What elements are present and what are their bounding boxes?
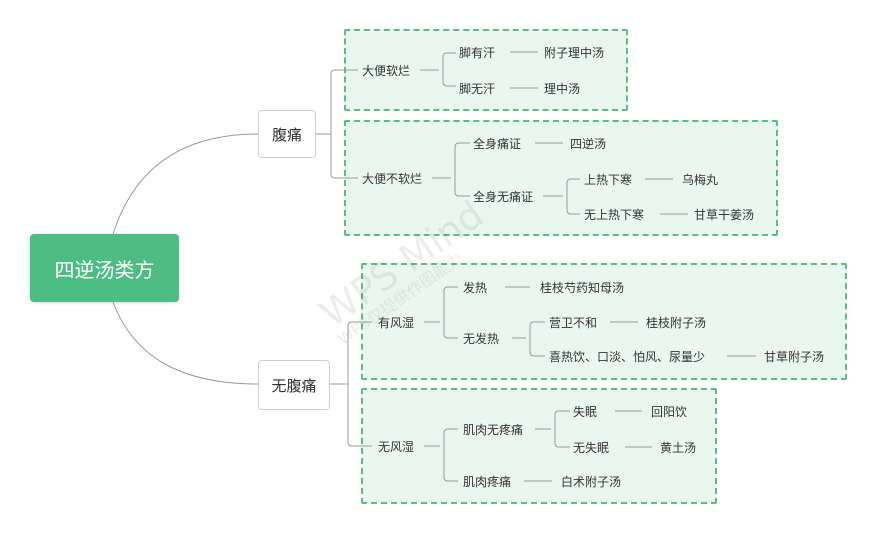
node-guizhi-shaoyao-zhimu-decoction[interactable]: 桂枝芍药知母汤: [540, 281, 625, 295]
group-box-stool-loose: [344, 29, 628, 111]
node-no-fever[interactable]: 无发热: [463, 332, 500, 346]
root-topic[interactable]: 四逆汤类方: [30, 234, 179, 302]
topic-no-abdominal-pain[interactable]: 无腹痛: [258, 360, 330, 410]
node-sini-decoction[interactable]: 四逆汤: [570, 137, 607, 151]
node-no-wind-damp[interactable]: 无风湿: [378, 440, 415, 454]
group-box-no-wind-damp: [361, 388, 717, 504]
node-ying-wei-disharmony[interactable]: 营卫不和: [549, 316, 598, 330]
node-huiyang-drink[interactable]: 回阳饮: [651, 405, 688, 419]
node-symptom-list[interactable]: 喜热饮、口淡、怕风、尿量少: [549, 350, 706, 364]
node-gancao-ganjiang-decoction[interactable]: 甘草干姜汤: [694, 208, 755, 222]
node-baizhu-fuzi-decoction[interactable]: 白术附子汤: [561, 475, 622, 489]
node-no-sweaty-feet[interactable]: 脚无汗: [459, 82, 496, 96]
node-stool-not-loose[interactable]: 大便不软烂: [362, 172, 423, 186]
node-no-insomnia[interactable]: 无失眠: [573, 441, 610, 455]
node-wind-damp[interactable]: 有风湿: [378, 316, 415, 330]
node-no-muscle-pain[interactable]: 肌肉无疼痛: [463, 423, 524, 437]
topic-abdominal-pain[interactable]: 腹痛: [258, 110, 316, 158]
node-lizhong-decoction[interactable]: 理中汤: [544, 82, 581, 96]
node-wumei-pill[interactable]: 乌梅丸: [682, 173, 719, 187]
node-guizhi-fuzi-decoction[interactable]: 桂枝附子汤: [646, 316, 707, 330]
group-box-stool-not-loose: [344, 120, 778, 236]
node-huangtu-decoction[interactable]: 黄土汤: [660, 441, 697, 455]
node-sweaty-feet[interactable]: 脚有汗: [459, 46, 496, 60]
node-no-upper-heat-lower-cold[interactable]: 无上热下寒: [584, 208, 645, 222]
group-box-wind-damp: [361, 263, 847, 380]
node-upper-heat-lower-cold[interactable]: 上热下寒: [584, 173, 633, 187]
node-whole-body-pain[interactable]: 全身痛证: [473, 137, 522, 151]
node-no-whole-body-pain[interactable]: 全身无痛证: [473, 190, 534, 204]
node-insomnia[interactable]: 失眠: [573, 405, 598, 419]
node-gancao-fuzi-decoction[interactable]: 甘草附子汤: [764, 350, 825, 364]
node-stool-loose[interactable]: 大便软烂: [362, 64, 411, 78]
node-fuzi-lizhong-decoction[interactable]: 附子理中汤: [544, 46, 605, 60]
node-muscle-pain[interactable]: 肌肉疼痛: [463, 475, 512, 489]
node-fever[interactable]: 发热: [463, 281, 488, 295]
